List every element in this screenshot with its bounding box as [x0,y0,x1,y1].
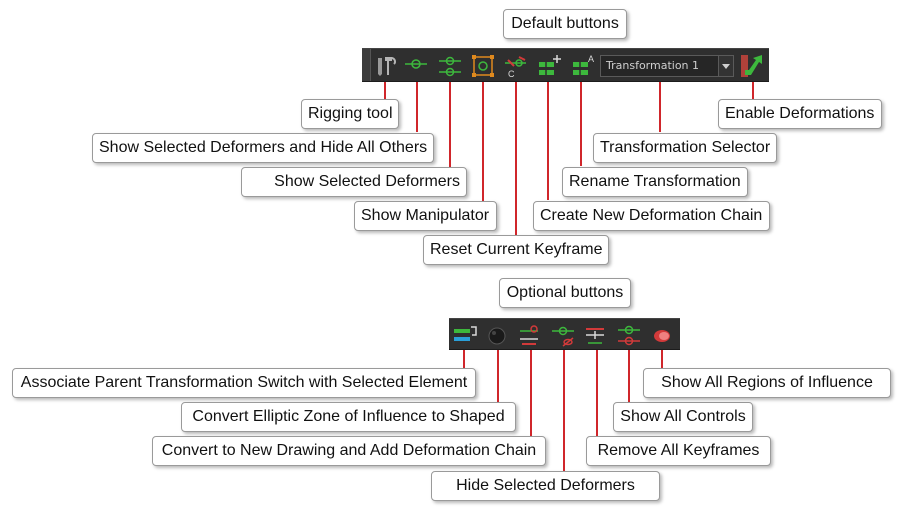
associate-parent-icon [454,326,477,341]
callout-show-manipulator: Show Manipulator [354,201,497,231]
rigging-tool-icon [378,57,396,76]
connector-line [580,82,582,166]
callout-convert-new-drawing: Convert to New Drawing and Add Deformati… [152,436,546,466]
connector-line [515,82,517,235]
convert-drawing-icon [520,325,538,345]
show-manipulator-icon [472,55,494,77]
connector-line [547,82,549,200]
remove-keyframes-icon [586,328,604,344]
svg-text:A: A [588,54,594,64]
rigging-tool-button[interactable] [372,52,400,80]
callout-create-deformation-chain: Create New Deformation Chain [533,201,770,231]
hide-selected-deformers-button[interactable] [549,321,577,349]
show-manipulator-button[interactable] [469,52,497,80]
convert-new-drawing-button[interactable] [516,321,544,349]
connector-line [628,350,630,402]
hide-selected-deformers-icon [552,326,574,347]
show-all-controls-icon [618,325,640,346]
create-chain-icon [539,55,561,75]
callout-associate-parent-switch: Associate Parent Transformation Switch w… [12,368,476,398]
connector-line [497,350,499,402]
connector-line [449,82,451,167]
connector-line [416,82,418,132]
svg-text:C: C [508,69,515,79]
convert-elliptic-icon [488,327,506,345]
callout-show-all-regions: Show All Regions of Influence [643,368,891,398]
connector-line [563,350,565,471]
callout-enable-deformations: Enable Deformations [718,99,882,129]
show-all-controls-button[interactable] [615,321,643,349]
rename-transformation-icon: A [573,54,594,75]
callout-show-selected-hide-others: Show Selected Deformers and Hide All Oth… [92,133,434,163]
callout-show-selected-deformers: Show Selected Deformers [241,167,467,197]
callout-rename-transformation: Rename Transformation [562,167,748,197]
associate-parent-switch-button[interactable] [451,321,479,349]
show-selected-hide-others-icon [405,59,427,69]
default-buttons-title: Default buttons [503,9,627,39]
callout-reset-current-keyframe: Reset Current Keyframe [423,235,609,265]
show-selected-hide-others-button[interactable] [402,52,430,80]
remove-all-keyframes-button[interactable] [582,321,610,349]
callout-show-all-controls: Show All Controls [613,402,753,432]
connector-line [596,350,598,436]
convert-elliptic-zone-button[interactable] [482,321,510,349]
enable-deformations-button[interactable] [736,52,766,80]
optional-deformation-toolbar [449,318,680,350]
connector-line [482,82,484,201]
show-selected-deformers-button[interactable] [436,52,464,80]
show-regions-icon [654,330,670,342]
rename-transformation-button[interactable]: A [569,52,597,80]
default-deformation-toolbar: C A Transformation 1 [362,48,769,82]
chevron-down-icon[interactable] [718,56,733,76]
reset-current-keyframe-button[interactable]: C [502,52,530,80]
show-all-regions-button[interactable] [648,321,676,349]
callout-rigging-tool: Rigging tool [301,99,399,129]
connector-line [661,350,663,368]
optional-buttons-title: Optional buttons [499,278,631,308]
transformation-selector-value: Transformation 1 [606,59,700,72]
callout-hide-selected-deformers: Hide Selected Deformers [431,471,660,501]
show-selected-deformers-icon [439,56,461,77]
reset-keyframe-icon: C [505,56,526,79]
connector-line [659,82,661,132]
callout-remove-all-keyframes: Remove All Keyframes [586,436,771,466]
callout-convert-elliptic-zone: Convert Elliptic Zone of Influence to Sh… [181,402,516,432]
callout-transformation-selector: Transformation Selector [593,133,777,163]
connector-line [530,350,532,436]
connector-line [384,82,386,99]
enable-deformations-icon [741,55,762,77]
transformation-selector[interactable]: Transformation 1 [600,55,734,77]
connector-line [752,82,754,99]
connector-line [463,350,465,368]
create-deformation-chain-button[interactable] [535,52,563,80]
toolbar-grip[interactable] [362,49,371,81]
